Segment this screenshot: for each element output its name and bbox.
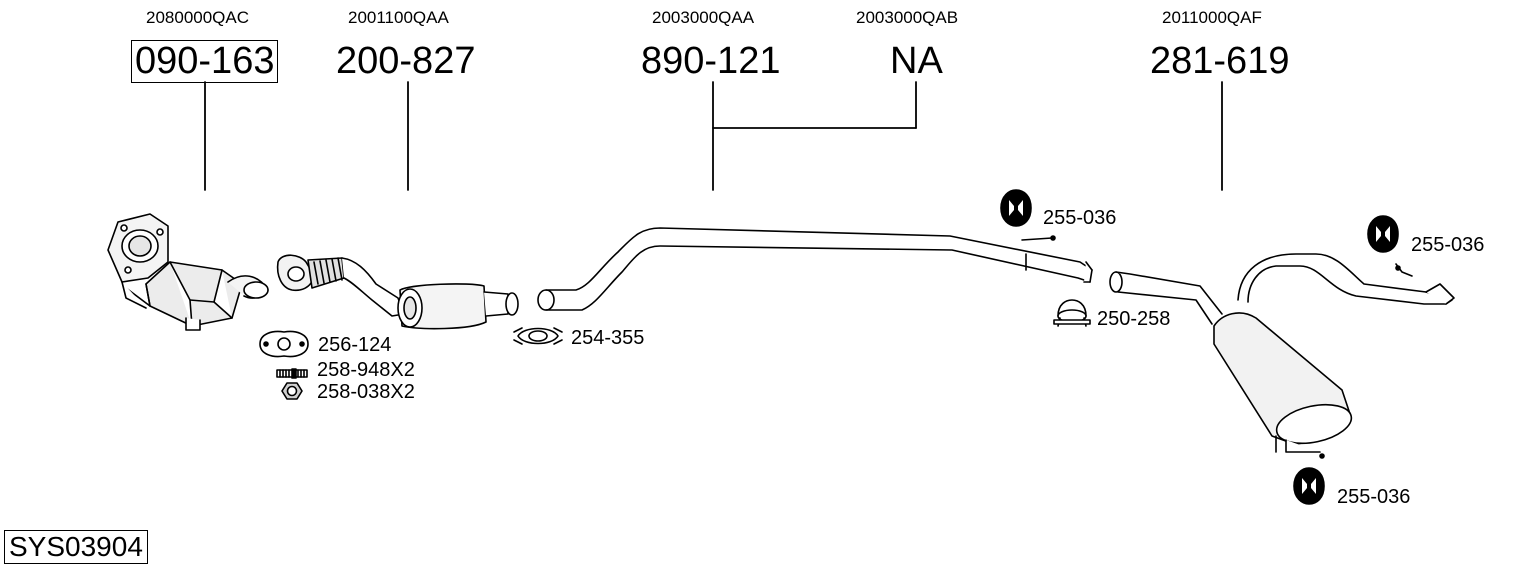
oem-number: 2080000QAC: [146, 8, 250, 27]
rear-silencer-icon: [1109, 253, 1455, 453]
part-number[interactable]: 090-163: [131, 40, 279, 83]
leader-lines: [204, 81, 1223, 191]
clamp-icon: [513, 327, 563, 345]
accessory-label[interactable]: 255-036: [1043, 207, 1117, 229]
accessory-label[interactable]: 256-124: [318, 334, 392, 356]
part-number[interactable]: 281-619: [1150, 40, 1290, 82]
rubber-hanger-icon: [1293, 453, 1325, 505]
rubber-hanger-icon: [1000, 189, 1056, 241]
nut-icon: [281, 382, 303, 400]
accessory-label[interactable]: 250-258: [1097, 308, 1171, 330]
oem-number: 2011000QAF: [1162, 8, 1262, 27]
accessory-label[interactable]: 258-038X2: [317, 381, 415, 403]
accessory-label[interactable]: 258-948X2: [317, 359, 415, 381]
system-code: SYS03904: [4, 530, 148, 564]
stud-bolt-icon: [276, 368, 308, 379]
accessory-label[interactable]: 254-355: [571, 327, 645, 349]
u-clamp-icon: [1053, 299, 1091, 327]
part-number[interactable]: 200-827: [336, 40, 476, 82]
oem-number: 2003000QAB: [856, 8, 959, 27]
catalytic-converter-icon: [107, 213, 269, 331]
oem-number: 2003000QAA: [652, 8, 755, 27]
oem-number: 2001100QAA: [348, 8, 449, 27]
front-pipe-icon: [276, 254, 519, 330]
accessory-label[interactable]: 255-036: [1411, 234, 1485, 256]
rubber-hanger-icon: [1367, 215, 1401, 271]
accessory-label[interactable]: 255-036: [1337, 486, 1411, 508]
part-number[interactable]: 890-121: [641, 40, 781, 82]
part-number[interactable]: NA: [890, 40, 943, 82]
gasket-icon: [259, 330, 309, 358]
middle-pipe-icon: [537, 227, 1093, 311]
